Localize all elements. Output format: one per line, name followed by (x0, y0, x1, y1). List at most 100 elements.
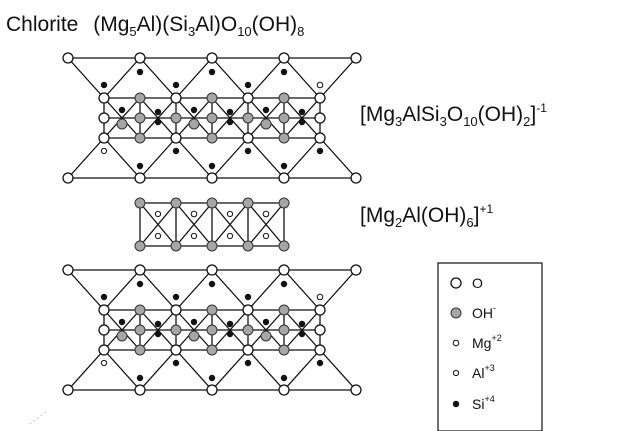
bond-line (211, 349, 249, 391)
formula-subscript: 3 (395, 114, 402, 129)
oxygen-atom (98, 304, 110, 316)
magnesium-atom (452, 339, 460, 347)
legend-item-si: Si+4 (452, 394, 495, 412)
silicon-atom (226, 118, 234, 126)
formula-segment: [Mg (360, 204, 395, 227)
bond-line (247, 137, 285, 179)
silicon-atom (136, 280, 144, 288)
aluminum-atom (100, 147, 108, 155)
hydroxyl-atom (116, 118, 128, 130)
oxygen-atom (314, 344, 326, 356)
aluminum-atom (262, 232, 270, 240)
interlayer-hydroxide-sheet (134, 197, 290, 252)
bond-line (175, 97, 213, 139)
formula-subscript: 6 (466, 215, 473, 230)
formula-segment: Al(OH) (402, 204, 466, 227)
formula-subscript: 8 (297, 24, 304, 39)
oxygen-atom (278, 384, 290, 396)
hydroxyl-atom (206, 92, 218, 104)
oxygen-atom (206, 384, 218, 396)
oxygen-atom (314, 324, 326, 336)
bond-line (283, 137, 321, 179)
oxygen-atom (134, 172, 146, 184)
bond-line (67, 349, 105, 391)
silicon-atom (262, 318, 270, 326)
tot-layer-lower (62, 264, 362, 396)
legend-items: O OH- Mg+2Al+3Si+4 (450, 275, 502, 412)
legend-label: O (472, 275, 483, 291)
legend-label-text: O (472, 275, 483, 291)
oxygen-atom (62, 172, 74, 184)
bond-line (139, 349, 177, 391)
aluminum-atom (452, 369, 460, 377)
atom-legend: O OH- Mg+2Al+3Si+4 (437, 262, 543, 431)
bond-line (319, 269, 357, 311)
legend-label: Mg+2 (472, 333, 502, 351)
bond-line (247, 309, 285, 351)
magnesium-atom (190, 210, 198, 218)
oxygen-atom (242, 304, 254, 316)
bond-line (139, 57, 177, 99)
formula-subscript: 2 (395, 215, 402, 230)
bond-line (67, 57, 105, 99)
bond-line (211, 269, 249, 311)
oxygen-atom (242, 344, 254, 356)
legend-label-charge: +3 (484, 363, 494, 373)
formula-subscript: 10 (237, 24, 251, 39)
bond-line (139, 309, 177, 351)
oxygen-atom (98, 112, 110, 124)
oxygen-atom (350, 172, 362, 184)
legend-item-mg: Mg+2 (452, 333, 502, 351)
bond-line (103, 57, 141, 99)
hydroxyl-atom (134, 92, 146, 104)
bond-line (211, 57, 249, 99)
oxygen-atom (62, 52, 74, 64)
hydroxyl-atom (278, 197, 290, 209)
bond-line (283, 97, 321, 139)
oxygen-atom (314, 304, 326, 316)
legend-label-charge: +2 (491, 333, 501, 343)
bond-line (67, 137, 105, 179)
bond-line (247, 269, 285, 311)
hydroxyl-atom (170, 112, 182, 124)
formula-segment: (Mg (93, 13, 129, 36)
silicon-atom (172, 359, 180, 367)
silicon-atom (280, 374, 288, 382)
silicon-atom (118, 318, 126, 326)
aluminum-atom (154, 210, 162, 218)
bond-line (67, 269, 105, 311)
silicon-atom (136, 374, 144, 382)
silicon-atom (226, 320, 234, 328)
silicon-atom (452, 400, 460, 408)
hydroxyl-atom (188, 118, 200, 130)
silicon-atom (298, 118, 306, 126)
silicon-atom (172, 81, 180, 89)
hydroxyl-atom (206, 344, 218, 356)
bond-line (283, 269, 321, 311)
diagram-title: Chlorite (Mg5Al)(Si3Al)O10(OH)8 (6, 13, 304, 39)
hydroxyl-atom (134, 240, 146, 252)
oxygen-atom (450, 277, 462, 289)
magnesium-atom (316, 293, 324, 301)
oxygen-atom (278, 172, 290, 184)
oxygen-atom (350, 52, 362, 64)
formula-segment: O (447, 103, 463, 126)
bond-line (103, 269, 141, 311)
oxygen-atom (206, 172, 218, 184)
formula-segment: [Mg (360, 103, 395, 126)
silicon-atom (244, 147, 252, 155)
oxygen-atom (206, 52, 218, 64)
oxygen-atom (98, 92, 110, 104)
oxygen-atom (62, 384, 74, 396)
bond-line (247, 349, 285, 391)
bond-line (139, 269, 177, 311)
hydroxyl-atom (278, 324, 290, 336)
oxygen-atom (206, 264, 218, 276)
bond-line (283, 309, 321, 351)
hydroxyl-atom (260, 118, 272, 130)
silicon-atom (208, 68, 216, 76)
oxygen-atom (98, 132, 110, 144)
interlayer-formula: [Mg2Al(OH)6]+1 (360, 202, 494, 230)
legend-label: Al+3 (472, 363, 495, 381)
legend-label: OH- (472, 303, 496, 321)
